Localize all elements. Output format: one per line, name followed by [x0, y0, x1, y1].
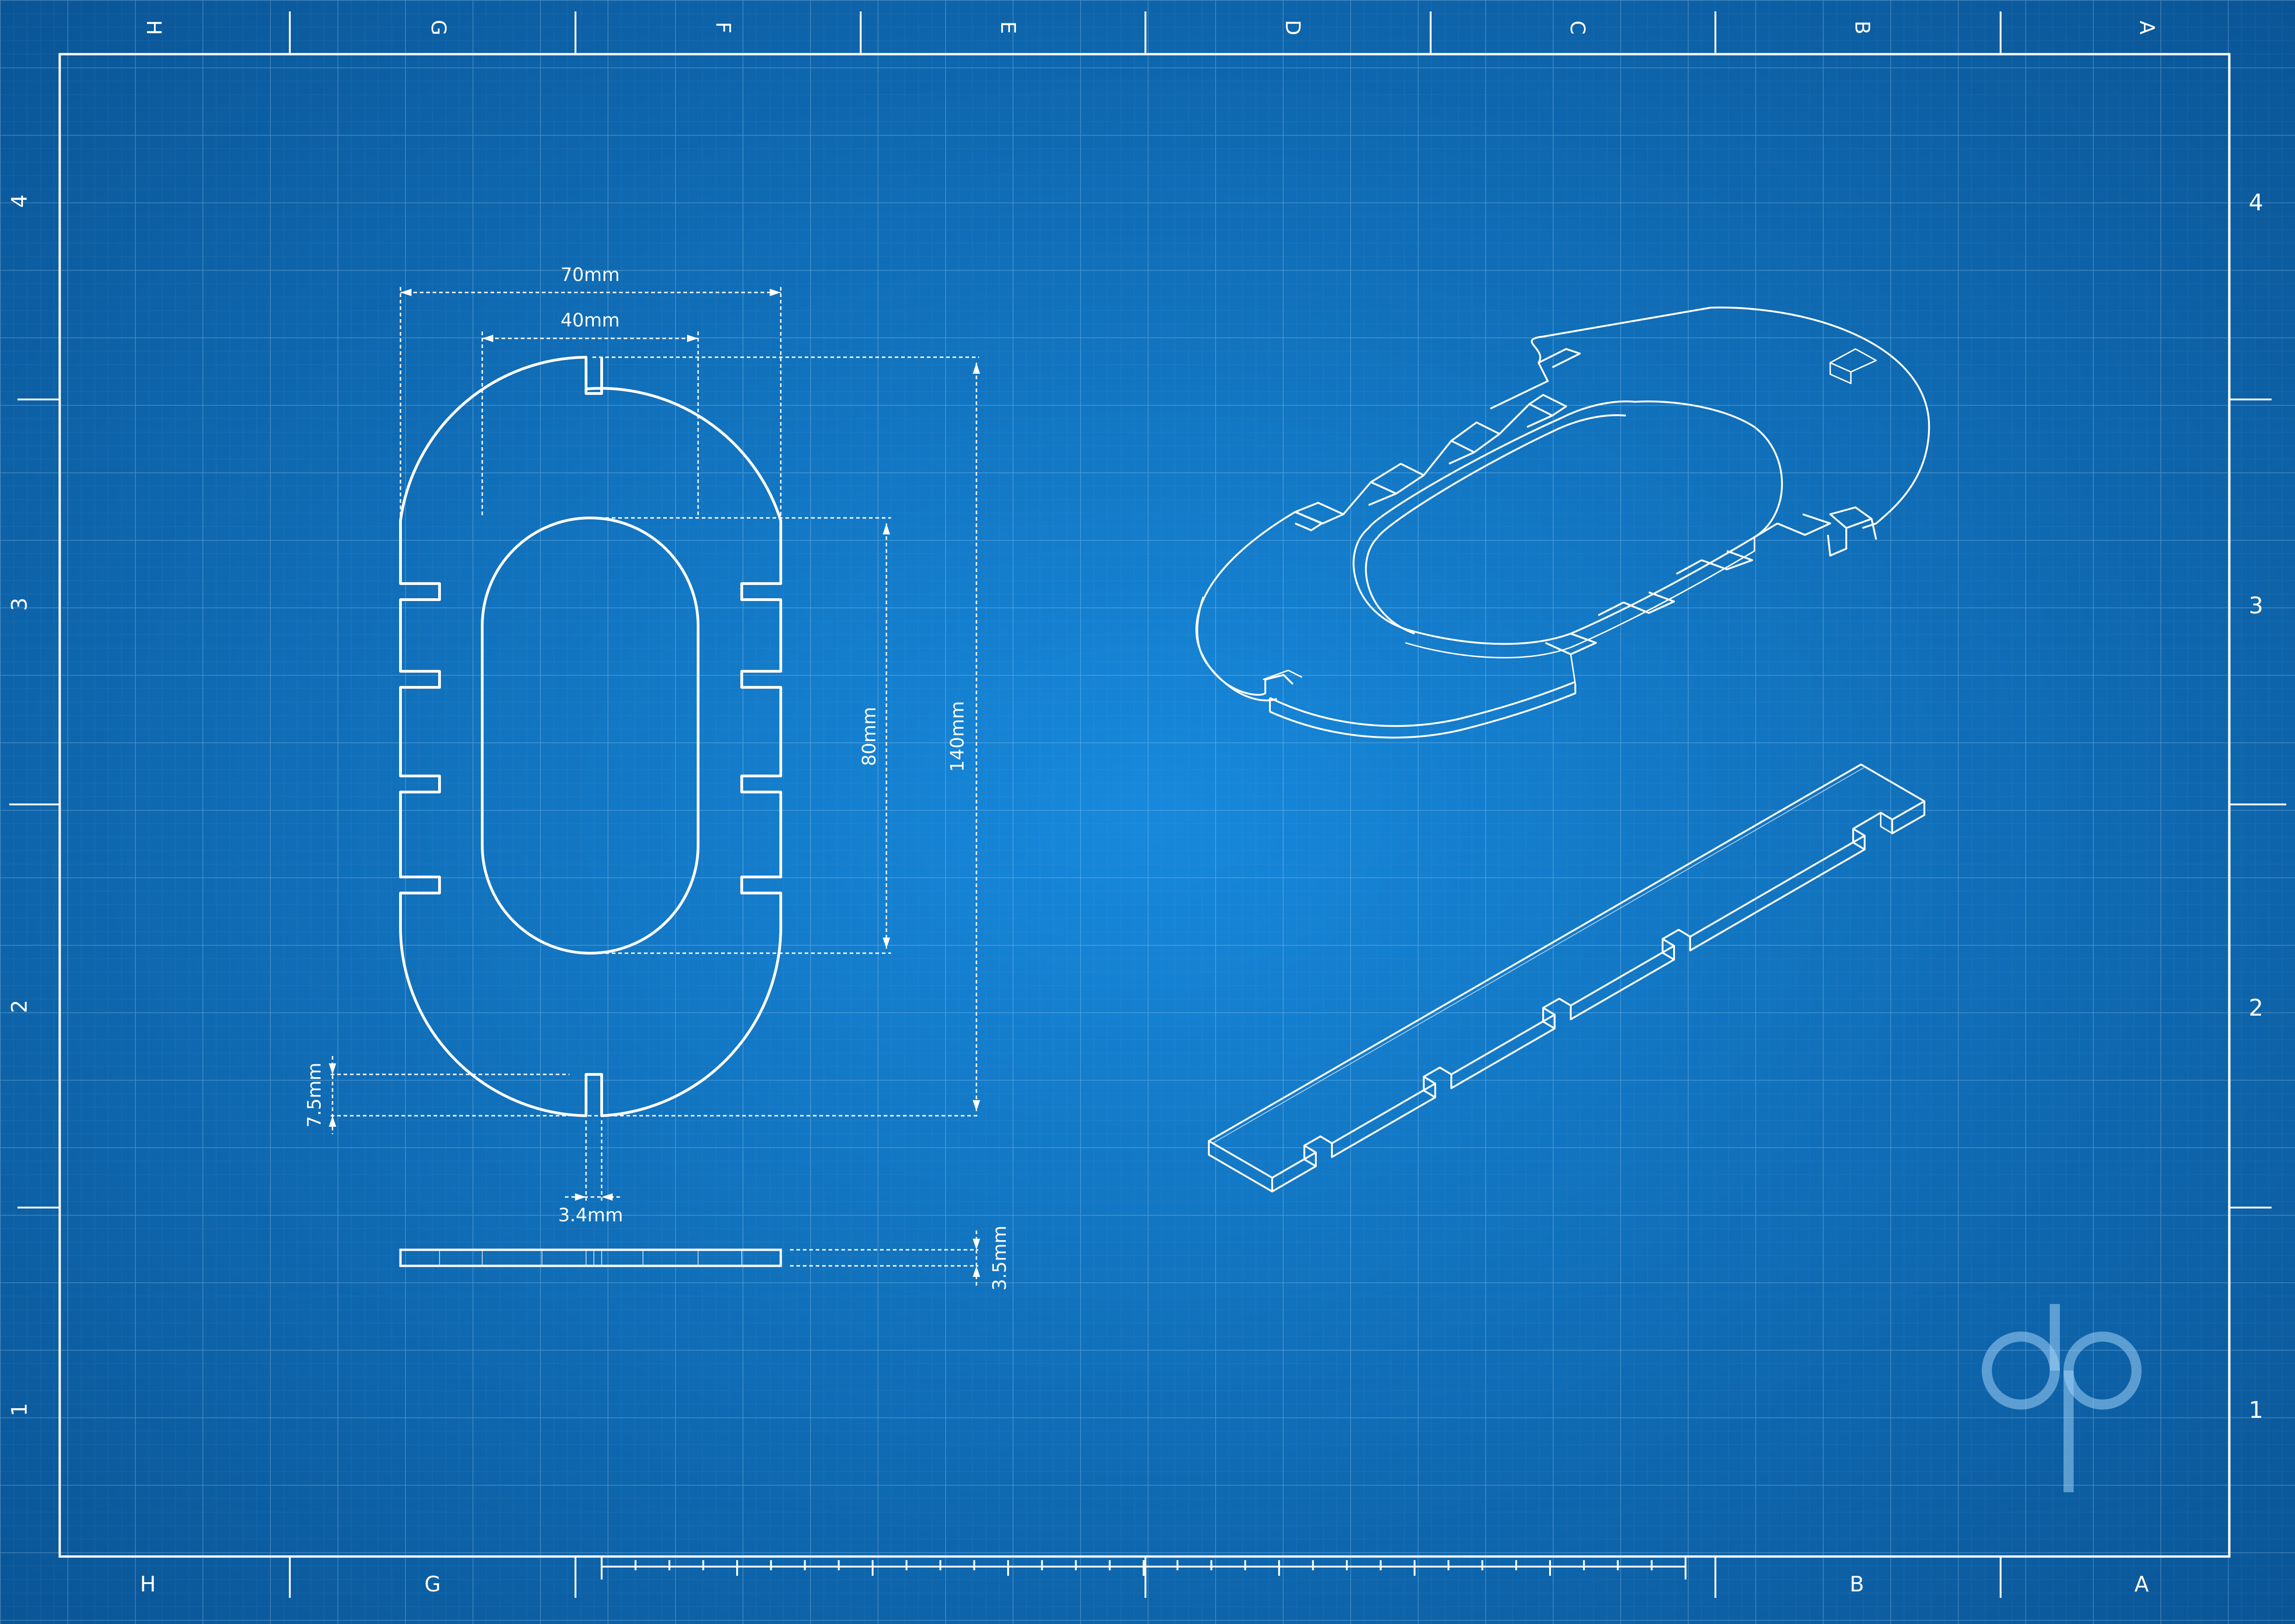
column-labels-bottom: H G B A [140, 1572, 2149, 1596]
isometric-oval-frame [1195, 306, 1930, 739]
column-labels-top: H G F E D C B A [142, 20, 2159, 35]
side-view-strip [399, 1248, 782, 1267]
outer-outline [399, 356, 783, 1117]
column-label-top: E [996, 21, 1020, 34]
dim-slot-depth: 7.5mm [304, 1062, 325, 1128]
row-ticks [9, 399, 2286, 1208]
column-label-top: D [1281, 20, 1304, 35]
column-label-top: H [142, 20, 165, 35]
dp-logo-icon [1982, 1304, 2142, 1492]
isometric-strip [1208, 764, 1925, 1192]
row-label-right: 2 [2249, 995, 2263, 1021]
dim-thickness: 3.5mm [989, 1225, 1010, 1291]
row-labels-left: 4 3 2 1 [7, 194, 32, 1416]
row-label-left: 4 [7, 194, 32, 208]
column-label-bottom: B [1850, 1572, 1864, 1596]
plan-dimensions [331, 287, 979, 1286]
column-label-top: C [1566, 21, 1589, 35]
row-label-left: 2 [7, 1000, 32, 1013]
scale-bar [601, 1557, 1686, 1579]
dim-width-outer: 70mm [561, 264, 620, 286]
column-label-bottom: H [140, 1572, 156, 1596]
row-label-right: 4 [2249, 189, 2263, 216]
column-label-bottom: G [424, 1572, 441, 1596]
column-label-top: A [2135, 21, 2159, 34]
row-label-right: 3 [2249, 592, 2263, 619]
row-label-left: 3 [7, 597, 32, 611]
column-ticks [289, 11, 2002, 1598]
dim-width-inner: 40mm [561, 310, 620, 331]
column-label-top: B [1850, 21, 1874, 34]
row-label-right: 1 [2249, 1397, 2263, 1423]
plan-view-oval-frame [399, 356, 783, 1117]
column-label-top: G [427, 20, 450, 35]
dimension-arrows [329, 289, 980, 1277]
dim-slot-width: 3.4mm [558, 1205, 623, 1226]
dim-height-outer: 140mm [947, 701, 968, 772]
inner-cutout [481, 517, 699, 955]
dim-height-inner: 80mm [859, 707, 880, 766]
column-label-top: F [711, 22, 735, 33]
row-label-left: 1 [7, 1403, 32, 1416]
column-label-bottom: A [2134, 1572, 2149, 1596]
row-labels-right: 4 3 2 1 [2249, 189, 2263, 1423]
